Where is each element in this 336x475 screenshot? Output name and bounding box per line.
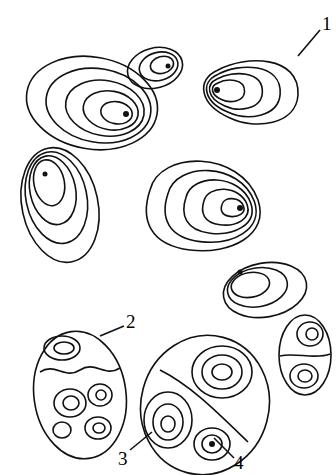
callout-number: 2 xyxy=(126,312,136,331)
callout-number: 1 xyxy=(322,14,332,33)
callout-number: 4 xyxy=(234,453,244,472)
callout-number: 3 xyxy=(118,449,128,468)
